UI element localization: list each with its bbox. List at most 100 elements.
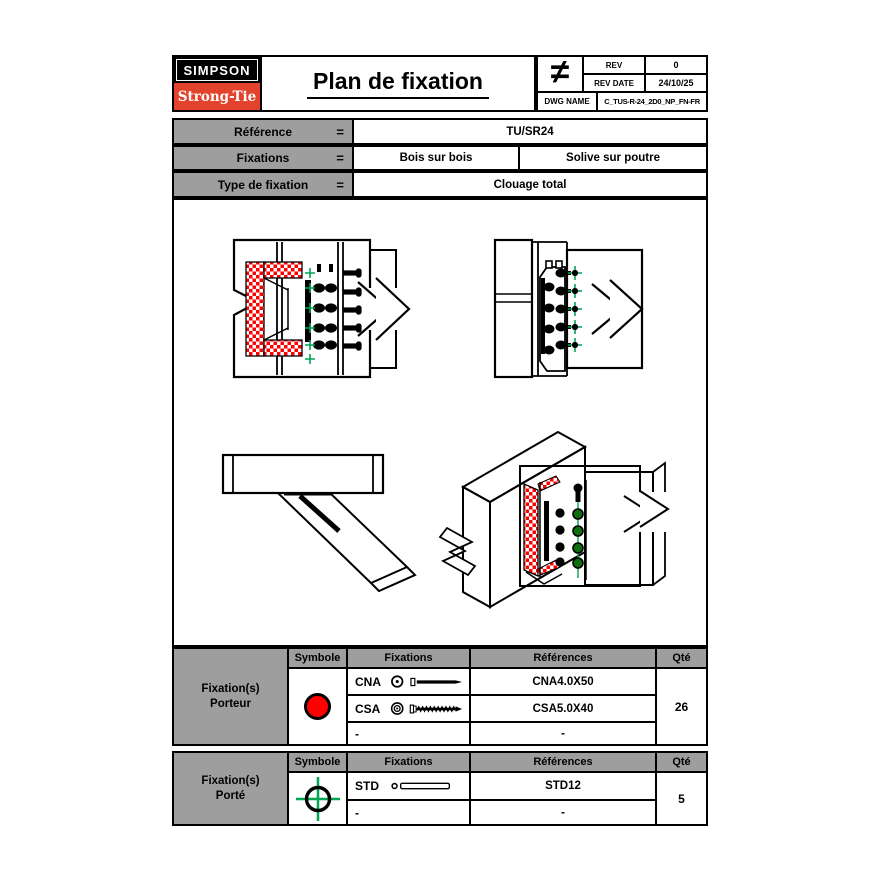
fixation-row-csa: CSA xyxy=(348,696,469,721)
side-nails xyxy=(342,267,362,351)
info-row-reference: Référence = TU/SR24 xyxy=(172,118,708,145)
qty-value: 5 xyxy=(678,791,685,806)
iso-3d-view xyxy=(438,430,670,609)
label-line2: Porté xyxy=(215,789,246,802)
label-line2: Porteur xyxy=(210,697,251,710)
fixation-table-porte: Fixation(s) Porté Symbole Fixations Réfé… xyxy=(172,751,708,826)
fixation-row-cna: CNA xyxy=(348,669,469,694)
fixation-code: STD xyxy=(355,779,379,793)
dwgname-label-cell: DWG NAME xyxy=(538,93,596,110)
title-block: SIMPSON Strong-Tie Plan de fixation ≠ RE… xyxy=(172,55,708,112)
logo-text-simpson: SIMPSON xyxy=(183,62,251,78)
rev-date-label: REV DATE xyxy=(594,78,634,88)
info-value-cell: TU/SR24 xyxy=(354,120,706,143)
hanger-holes xyxy=(543,268,566,354)
reference-value: CSA5.0X40 xyxy=(532,702,594,715)
fixation-code: - xyxy=(355,805,359,820)
header-qte: Qté xyxy=(657,649,706,667)
label-line1: Fixation(s) xyxy=(201,682,260,695)
reference-cell: - xyxy=(471,801,655,824)
revdate-label-cell: REV DATE xyxy=(584,75,644,91)
header-fixations: Fixations xyxy=(348,753,469,771)
fixation-row-empty: - xyxy=(348,801,469,824)
fixation-table-porteur: Fixation(s) Porteur Symbole Fixations Ré… xyxy=(172,647,708,746)
fixations-value-2: Solive sur poutre xyxy=(566,152,660,164)
reference-cell: CNA4.0X50 xyxy=(471,669,655,694)
info-value-cell: Clouage total xyxy=(354,173,706,196)
porteur-symbol-red-circle-icon xyxy=(304,693,331,720)
dwg-name-label: DWG NAME xyxy=(544,97,590,106)
reference-value: - xyxy=(561,727,565,740)
header-symbole: Symbole xyxy=(289,649,346,667)
fixations-label: Fixations xyxy=(236,151,290,165)
table-row-label: Fixation(s) Porteur xyxy=(174,649,287,744)
info-label-cell: Type de fixation = xyxy=(174,173,352,196)
header-references: Références xyxy=(471,649,655,667)
reference-cell: STD12 xyxy=(471,773,655,799)
strongtie-logo: Strong-Tie xyxy=(174,83,260,110)
info-label-cell: Fixations = xyxy=(174,147,352,169)
side-view xyxy=(493,238,644,378)
dowel-icon xyxy=(391,782,451,790)
symbole-cell xyxy=(289,773,346,824)
reference-cell: - xyxy=(471,723,655,744)
rev-date-value: 24/10/25 xyxy=(658,78,694,88)
info-row-fixations: Fixations = Bois sur bois Solive sur pou… xyxy=(172,145,708,171)
nail-heads xyxy=(312,282,337,350)
reference-label: Référence xyxy=(233,124,293,139)
revdate-value-cell: 24/10/25 xyxy=(646,75,706,91)
type-label: Type de fixation xyxy=(217,177,309,192)
cna-head-icon xyxy=(391,675,404,688)
qty-cell: 26 xyxy=(657,669,706,744)
header-fixations: Fixations xyxy=(348,649,469,667)
screw-icon xyxy=(410,704,463,713)
rev-label: REV xyxy=(605,60,623,70)
porte-symbol-crosshair-icon xyxy=(295,776,340,821)
info-row-type: Type de fixation = Clouage total xyxy=(172,171,708,198)
reference-cell: CSA5.0X40 xyxy=(471,696,655,721)
reference-value: STD12 xyxy=(545,780,581,792)
info-value-cell-left: Bois sur bois xyxy=(354,147,518,169)
fixation-code: CSA xyxy=(355,701,381,716)
csa-head-icon xyxy=(390,702,404,715)
fixation-row-std: STD xyxy=(348,773,469,799)
reference-value: CNA4.0X50 xyxy=(532,675,594,688)
simpson-logo: SIMPSON xyxy=(174,57,260,83)
nail-icon xyxy=(410,677,463,686)
reference-value: TU/SR24 xyxy=(506,125,554,138)
logo-cell: SIMPSON Strong-Tie xyxy=(174,57,260,110)
fixations-value-1: Bois sur bois xyxy=(399,152,473,164)
page-title: Plan de fixation xyxy=(307,68,489,99)
header-references: Références xyxy=(471,753,655,771)
hanger-holes-3d xyxy=(554,507,565,567)
technical-drawing xyxy=(221,238,670,609)
qty-value: 26 xyxy=(674,699,689,714)
rev-value-cell: 0 xyxy=(646,57,706,73)
hanger-plate-edge xyxy=(297,493,341,533)
header-qte: Qté xyxy=(657,753,706,771)
symbole-cell xyxy=(289,669,346,744)
label-line1: Fixation(s) xyxy=(201,774,260,787)
rev-value: 0 xyxy=(673,60,679,70)
rev-label-cell: REV xyxy=(584,57,644,73)
top-view xyxy=(221,453,417,592)
document-frame: SIMPSON Strong-Tie Plan de fixation ≠ RE… xyxy=(172,55,708,830)
qty-cell: 5 xyxy=(657,773,706,824)
equals-sign: = xyxy=(336,124,344,139)
front-view xyxy=(232,238,411,378)
porte-markers xyxy=(566,264,583,353)
equals-sign: = xyxy=(336,177,344,192)
type-value: Clouage total xyxy=(493,178,567,191)
drawing-area xyxy=(172,198,708,647)
dwg-name-value: C_TUS-R-24_2D0_NP_FN-FR xyxy=(604,97,700,106)
info-label-cell: Référence = xyxy=(174,120,352,143)
logo-text-strongtie: Strong-Tie xyxy=(177,88,257,105)
scale-symbol-cell: ≠ xyxy=(538,57,582,91)
equals-sign: = xyxy=(336,150,344,166)
not-to-scale-icon: ≠ xyxy=(550,57,570,91)
reference-value: - xyxy=(561,806,565,819)
fixation-code: - xyxy=(355,726,359,741)
info-value-cell-right: Solive sur poutre xyxy=(520,147,706,169)
header-symbole: Symbole xyxy=(289,753,346,771)
